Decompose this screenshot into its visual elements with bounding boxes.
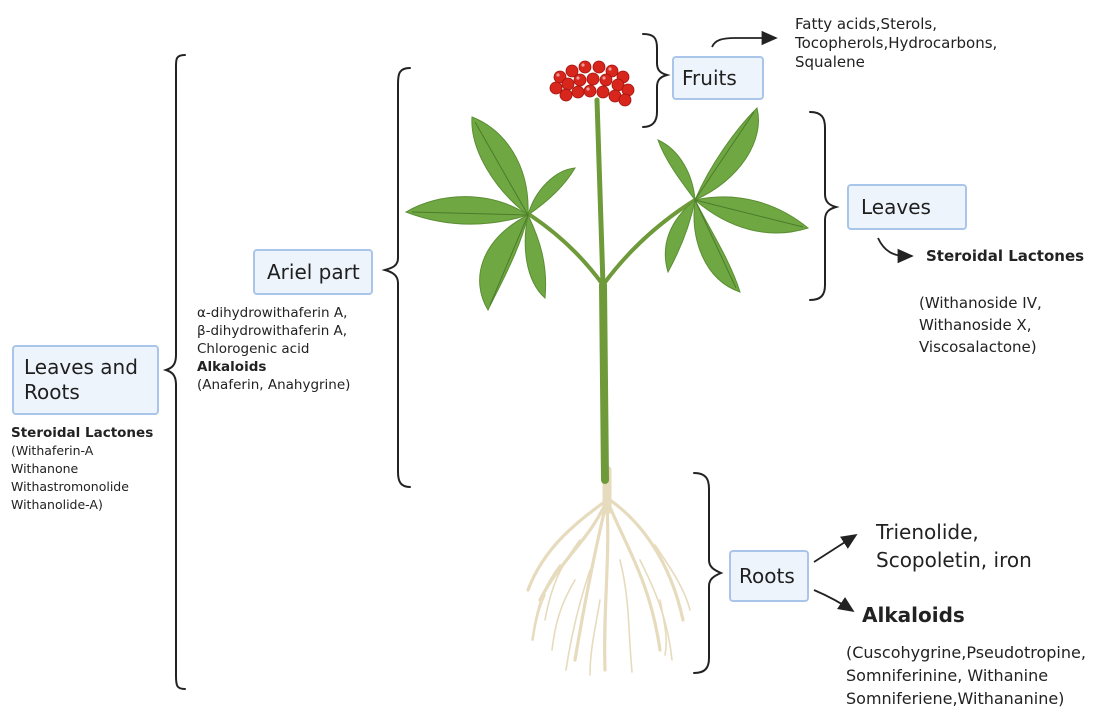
ariel-compound: α-dihydrowithaferin A, (197, 304, 350, 322)
fruits-compound: Tocopherols,Hydrocarbons, (795, 34, 997, 53)
arrow-roots-alkaloids (814, 590, 853, 611)
brace-leaves-and-roots (166, 55, 185, 689)
leaves-and-roots-compound: Withanolide-A) (11, 496, 153, 514)
ariel-alkaloid: (Anaferin, Anahygrine) (197, 376, 350, 394)
fruits-compounds: Fatty acids,Sterols, Tocopherols,Hydroca… (795, 15, 997, 72)
roots-label: Roots (739, 564, 795, 589)
brace-roots (694, 473, 721, 673)
fruits-compound: Squalene (795, 53, 997, 72)
arrow-leaves (878, 238, 912, 256)
leaves-and-roots-compound: Withanone (11, 460, 153, 478)
leaves-compounds: (Withanoside IV, Withanoside X, Viscosal… (919, 292, 1042, 358)
plant-roots (528, 470, 690, 675)
ariel-alkaloids-heading: Alkaloids (197, 358, 350, 376)
roots-alkaloid: Somniferiene,Withananine) (846, 687, 1086, 710)
ariel-compound: Chlorogenic acid (197, 340, 350, 358)
leaves-and-roots-compound: Withastromonolide (11, 478, 153, 496)
leaves-box: Leaves (847, 184, 967, 230)
roots-alkaloids-heading: Alkaloids (862, 603, 965, 628)
leaves-and-roots-compound: (Withaferin-A (11, 442, 153, 460)
fruits-box: Fruits (672, 56, 764, 100)
ariel-part-box: Ariel part (253, 249, 373, 295)
leaves-and-roots-box: Leaves and Roots (12, 345, 159, 415)
roots-alkaloid: Somniferinine, Withanine (846, 664, 1086, 687)
fruits-label: Fruits (682, 66, 737, 91)
ariel-compound: β-dihydrowithaferin A, (197, 322, 350, 340)
roots-alkaloid: (Cuscohygrine,Pseudotropine, (846, 641, 1086, 664)
leaves-and-roots-label-line2: Roots (24, 380, 80, 405)
plant-berries (550, 61, 634, 106)
leaves-and-roots-compounds: Steroidal Lactones (Withaferin-A Withano… (11, 424, 153, 514)
brace-ariel-part (385, 68, 410, 487)
brace-leaves (810, 112, 836, 300)
roots-compound: Scopoletin, iron (876, 546, 1032, 574)
leaves-compound: Withanoside X, (919, 314, 1042, 336)
roots-compounds: Trienolide, Scopoletin, iron (876, 518, 1032, 574)
leaves-heading: Steroidal Lactones (926, 247, 1084, 266)
leaves-compound: Viscosalactone) (919, 336, 1042, 358)
leaves-compound: (Withanoside IV, (919, 292, 1042, 314)
leaves-and-roots-label-line1: Leaves and (24, 355, 138, 380)
fruits-compound: Fatty acids,Sterols, (795, 15, 997, 34)
roots-box: Roots (729, 550, 809, 602)
leaves-and-roots-heading: Steroidal Lactones (11, 424, 153, 442)
roots-compound: Trienolide, (876, 518, 1032, 546)
brace-fruits (643, 34, 667, 127)
roots-alkaloids-compounds: (Cuscohygrine,Pseudotropine, Somniferini… (846, 641, 1086, 710)
ariel-compounds: α-dihydrowithaferin A, β-dihydrowithafer… (197, 304, 350, 394)
arrow-fruits (712, 38, 776, 47)
ariel-part-label: Ariel part (267, 260, 360, 285)
arrow-roots-trienolide (814, 535, 856, 562)
leaves-label: Leaves (861, 195, 931, 220)
